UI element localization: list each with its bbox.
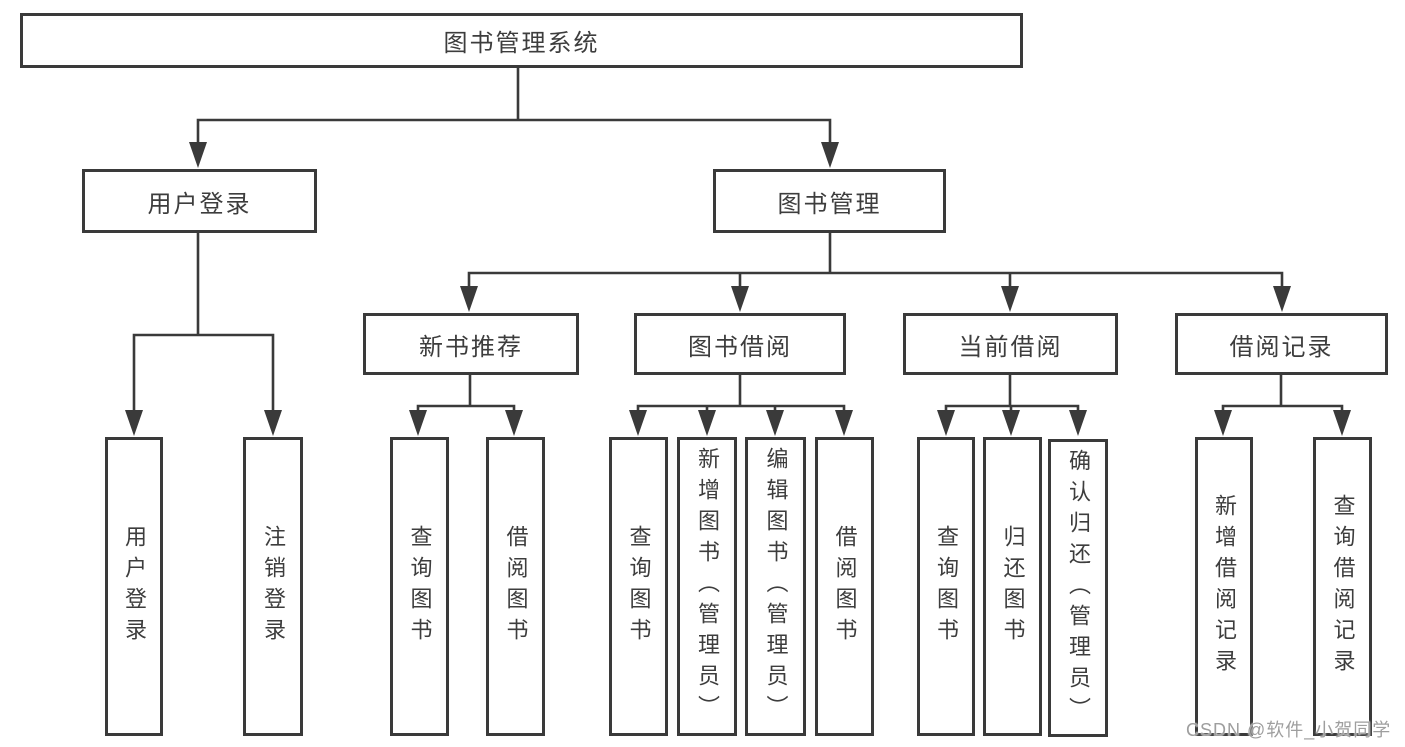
csdn-watermark: CSDN @软件_小贺同学 xyxy=(1186,720,1392,740)
node-user-login: 用户登录 xyxy=(82,169,317,233)
leaf-add-borrow-record: 新增借阅记录 xyxy=(1195,437,1253,736)
arrowheads xyxy=(125,142,1351,436)
leaf-borrow-books-recommend: 借阅图书 xyxy=(486,437,545,736)
node-library-system: 图书管理系统 xyxy=(20,13,1023,68)
leaf-add-book-admin: 新增图书（管理员） xyxy=(677,437,737,736)
leaf-logout: 注销登录 xyxy=(243,437,303,736)
leaf-borrow-books-borrowing: 借阅图书 xyxy=(815,437,874,736)
leaf-user-login: 用户登录 xyxy=(105,437,163,736)
connector-lines xyxy=(132,66,1344,420)
node-borrowing-records: 借阅记录 xyxy=(1175,313,1388,375)
leaf-query-borrow-record: 查询借阅记录 xyxy=(1313,437,1372,736)
leaf-query-books-recommend: 查询图书 xyxy=(390,437,449,736)
leaf-edit-book-admin: 编辑图书（管理员） xyxy=(745,437,806,736)
node-current-borrowing: 当前借阅 xyxy=(903,313,1118,375)
node-book-management: 图书管理 xyxy=(713,169,946,233)
leaf-confirm-return-admin: 确认归还（管理员） xyxy=(1048,439,1108,737)
leaf-query-books-current: 查询图书 xyxy=(917,437,975,736)
node-new-book-recommend: 新书推荐 xyxy=(363,313,579,375)
leaf-return-book: 归还图书 xyxy=(983,437,1042,736)
leaf-query-books-borrowing: 查询图书 xyxy=(609,437,668,736)
node-book-borrowing: 图书借阅 xyxy=(634,313,846,375)
